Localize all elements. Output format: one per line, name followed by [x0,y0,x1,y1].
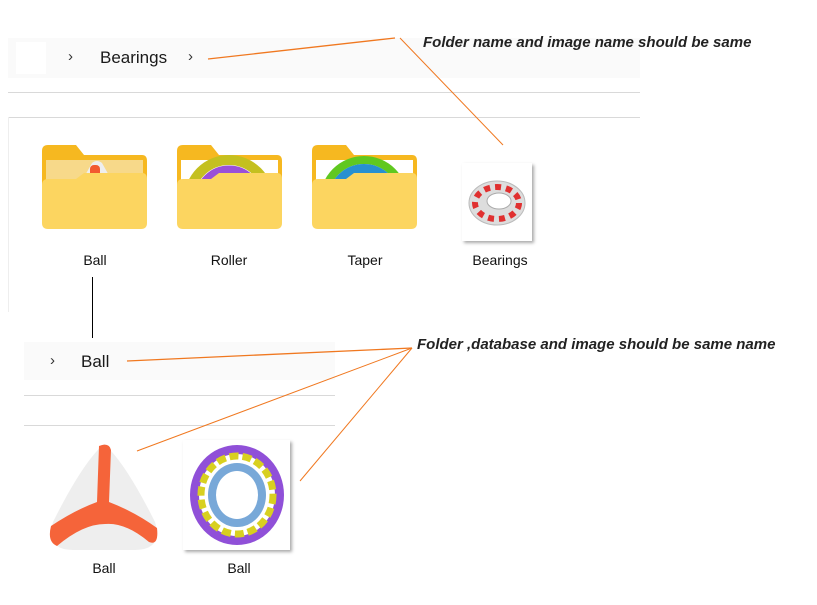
bearing-image-icon [468,180,526,226]
folder-taper[interactable] [312,145,417,229]
breadcrumb-chevron[interactable]: › [68,48,73,65]
divider [8,92,640,93]
divider [24,425,335,426]
folder-ball-icon [42,145,147,229]
annotation-bottom: Folder ,database and image should be sam… [417,336,776,353]
folder-roller-icon [177,145,282,229]
divider [24,395,335,396]
pane-border [8,117,9,312]
annotation-top: Folder name and image name should be sam… [423,34,752,51]
item-label-roller: Roller [210,252,248,268]
breadcrumb-chevron-after[interactable]: › [188,48,193,65]
ball-database[interactable] [45,442,163,552]
item-label-ball-image: Ball [227,560,251,576]
ball-bearing-image-icon [190,445,284,545]
folder-taper-icon [312,145,417,229]
item-label-ball-database: Ball [92,560,116,576]
breadcrumb-ball[interactable]: Ball [81,352,110,371]
divider [8,117,640,118]
item-label-ball: Ball [83,252,107,268]
folder-roller[interactable] [177,145,282,229]
address-bar-ball [24,342,335,380]
ball-bearing-image[interactable] [183,440,290,550]
breadcrumb-chevron[interactable]: › [50,352,55,369]
ball-database-icon [49,444,158,550]
bearings-image[interactable] [462,163,532,241]
nav-button[interactable] [16,42,46,74]
item-label-bearings: Bearings [472,252,528,268]
folder-ball[interactable] [42,145,147,229]
item-label-taper: Taper [347,252,383,268]
breadcrumb-bearings[interactable]: Bearings [100,48,168,67]
connector-line [92,277,93,338]
